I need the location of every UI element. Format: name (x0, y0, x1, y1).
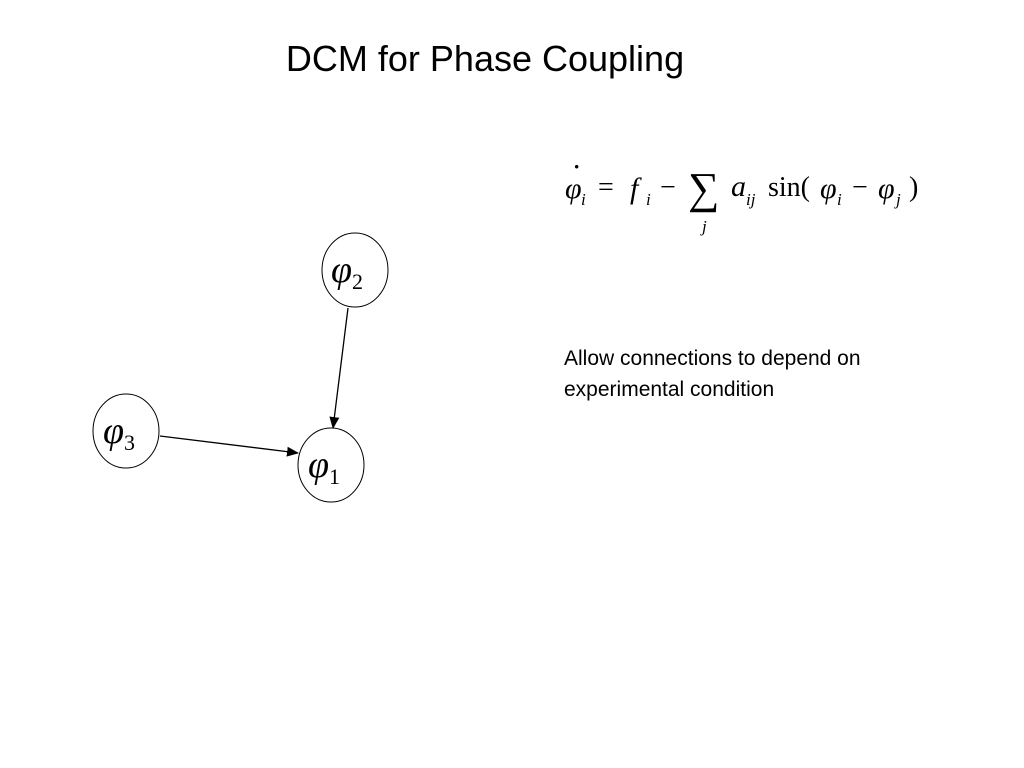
node-phi3-symbol: φ (103, 410, 124, 452)
node-phi3-index: 3 (124, 430, 135, 455)
eq-phi-i: φ (820, 172, 837, 205)
node-phi2: φ 2 (321, 232, 389, 308)
node-phi2-symbol: φ (331, 249, 352, 291)
eq-sub-j: j (894, 190, 901, 209)
note-text: Allow connections to depend on experimen… (564, 347, 861, 401)
eq-dot: · (573, 154, 580, 179)
eq-equals: = (598, 172, 614, 203)
edge-phi2-to-phi1 (329, 307, 349, 429)
eq-close-paren: ) (909, 172, 918, 203)
eq-sub-i-1: i (581, 190, 586, 209)
slide-title: DCM for Phase Coupling (285, 38, 685, 79)
eq-phi-j: φ (878, 172, 895, 205)
node-phi1: φ 1 (297, 427, 365, 503)
edge-phi3-to-phi1 (159, 435, 299, 457)
eq-sub-i-3: i (837, 190, 842, 209)
eq-sub-i-2: i (646, 190, 651, 209)
phase-coupling-equation: · φ i = f i − ∑ j a ij sin( φ i − φ j ) (565, 154, 918, 236)
node-phi2-index: 2 (352, 269, 363, 294)
node-phi3: φ 3 (92, 393, 160, 469)
eq-sum: ∑ (688, 164, 719, 213)
node-phi1-index: 1 (329, 464, 340, 489)
eq-a: a (731, 170, 746, 203)
eq-sin: sin( (768, 172, 810, 203)
eq-minus-1: − (660, 172, 676, 203)
eq-sum-index-j: j (700, 217, 707, 236)
eq-minus-2: − (852, 172, 868, 203)
eq-f: f (630, 172, 642, 205)
eq-sub-ij: ij (746, 190, 756, 209)
eq-phi-dot: φ (565, 172, 582, 205)
node-phi1-symbol: φ (308, 444, 329, 486)
